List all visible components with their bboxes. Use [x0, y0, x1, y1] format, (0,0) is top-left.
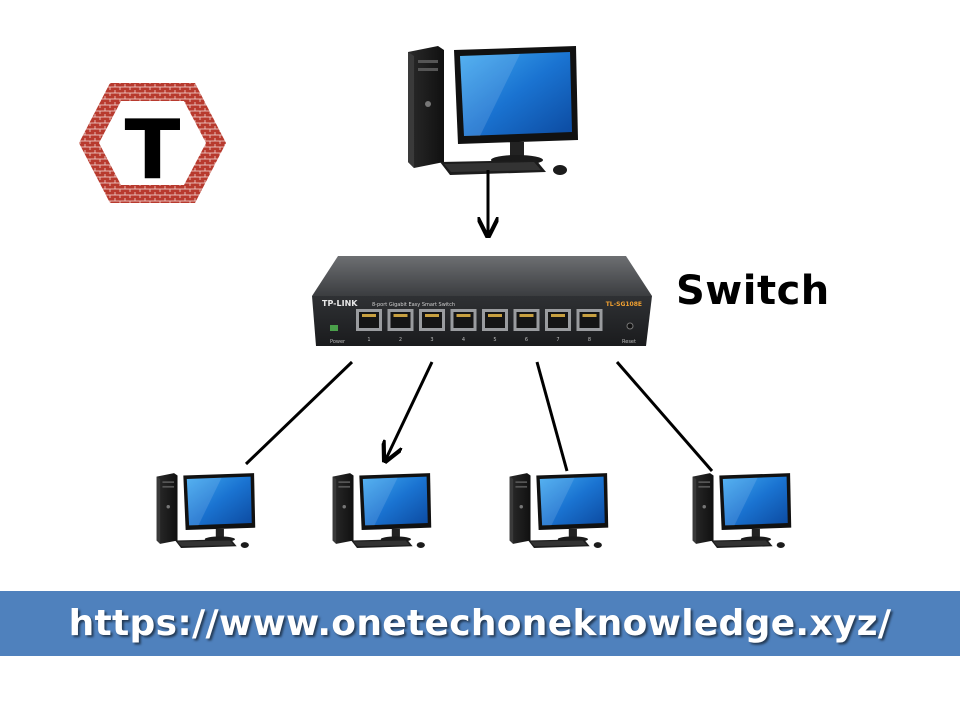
port-pins [456, 314, 471, 317]
port-pins [551, 314, 565, 317]
port-number: 4 [462, 337, 465, 343]
port-pins [362, 314, 376, 317]
switch-power-label: Power [330, 339, 346, 345]
switch-reset-label: Reset [622, 339, 636, 345]
switch-port: 8 [576, 309, 603, 343]
logo: T [79, 83, 226, 203]
url-banner: https://www.onetechoneknowledge.xyz/ [0, 591, 960, 656]
port-number: 5 [493, 337, 496, 343]
port-number: 6 [525, 337, 528, 343]
link-switch-client-4 [615, 361, 714, 472]
port-pins [425, 314, 439, 317]
client-computer-4 [692, 473, 792, 548]
client-computer-1 [156, 473, 256, 548]
arrow-switch-client-2 [385, 361, 434, 461]
port-pins [582, 314, 597, 317]
top-computer [408, 46, 578, 175]
switch-port: 2 [387, 309, 414, 343]
port-number: 1 [367, 337, 370, 343]
logo-hexagon-inner [99, 101, 206, 185]
link-switch-client-1 [244, 360, 354, 466]
port-number: 7 [556, 337, 559, 343]
client-computer-2 [332, 473, 432, 548]
switch-subtitle: 8-port Gigabit Easy Smart Switch [372, 302, 455, 308]
port-number: 2 [399, 337, 402, 343]
switch-brand: TP-LINK [322, 299, 358, 308]
reset-button [626, 322, 634, 330]
power-led [330, 325, 338, 331]
switch-port: 3 [419, 309, 445, 343]
switch-port: 1 [356, 309, 382, 343]
port-pins [393, 314, 408, 317]
network-switch: TP-LINK 8-port Gigabit Easy Smart Switch… [312, 256, 652, 346]
logo-letter: T [125, 103, 181, 198]
port-pins [488, 314, 502, 317]
switch-model: TL-SG108E [606, 301, 642, 308]
switch-port: 4 [450, 309, 477, 343]
port-pins [519, 314, 534, 317]
switch-top [312, 256, 652, 296]
switch-port: 5 [482, 309, 508, 343]
url-link[interactable]: https://www.onetechoneknowledge.xyz/ [68, 603, 892, 644]
switch-port: 6 [513, 309, 540, 343]
port-number: 8 [588, 337, 591, 343]
switch-port: 7 [545, 309, 571, 343]
switch-ports: 1 2 3 4 5 6 7 8 [356, 309, 603, 343]
port-number: 3 [430, 337, 433, 343]
link-switch-client-3 [535, 361, 569, 472]
client-computer-3 [509, 473, 609, 548]
switch-label: Switch [676, 268, 830, 314]
